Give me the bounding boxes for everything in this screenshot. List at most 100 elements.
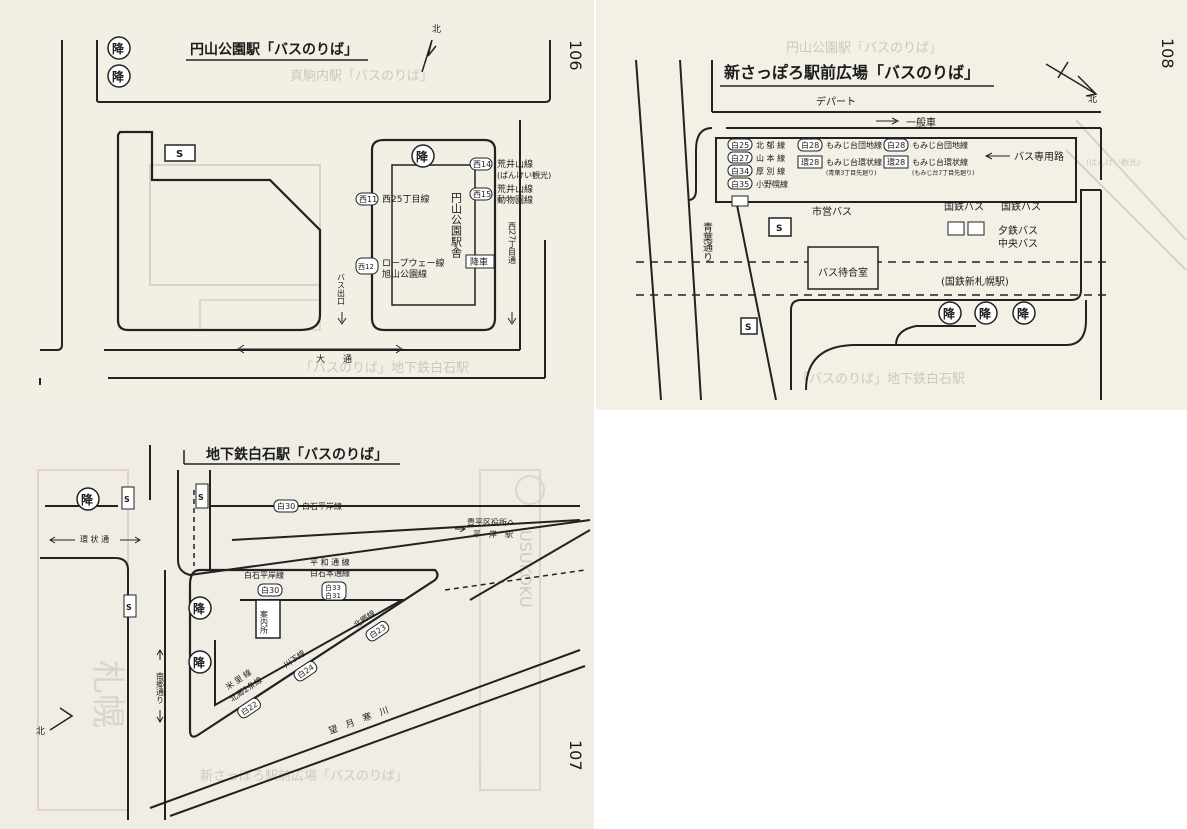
route-label-shiroishi-hiragishi: 白石平岸線	[244, 570, 284, 580]
route-bankei: (ばんけい観光)	[497, 170, 551, 180]
toyohira-label: 豊平区役所へ	[467, 517, 515, 527]
svg-text:S: S	[124, 495, 130, 504]
page-number-108: 108	[1158, 38, 1177, 69]
page-title-106: 円山公園駅「バスのりば」	[190, 41, 358, 58]
svg-text:北: 北	[36, 726, 45, 737]
svg-text:降: 降	[81, 492, 94, 507]
nango-street-label: 南郷通り	[156, 671, 165, 704]
stop-s-label-106: S	[176, 149, 183, 160]
page-107-map: 札幌 USUKOKU 新さっぽろ駅前広場「バスのりば」 地下鉄白石駅「バスのりば…	[0, 410, 594, 829]
page-106-map: 真駒内駅「バスのりば」 「バスのりば」地下鉄白石駅 S 降 降 降	[0, 0, 594, 410]
label-kousha: 降車	[470, 256, 488, 268]
svg-text:降: 降	[112, 41, 125, 56]
svg-text:北: 北	[1088, 94, 1097, 105]
svg-text:降: 降	[1017, 306, 1030, 321]
route-badge-kan28-right: 環28	[887, 158, 905, 167]
route-badge-nishi15: 西15	[473, 190, 491, 199]
kokutetsu-bus-label-a: 国鉄バス	[944, 200, 984, 213]
svg-text:「バスのりば」地下鉄白石駅: 「バスのりば」地下鉄白石駅	[796, 371, 965, 387]
ko-badges-108: 降 降 降	[938, 301, 1036, 325]
svg-text:円山公園駅「バスのりば」: 円山公園駅「バスのりば」	[786, 41, 942, 56]
right-route-list: 白28 もみじ台団地線 環28 もみじ台環状線 (もみじ台7丁目先廻り)	[883, 138, 975, 177]
route-badge-nishi14: 西14	[473, 160, 491, 169]
route-label-atsubetsu: 厚 別 線	[756, 166, 785, 176]
kanjo-street-label: 環 状 通	[80, 534, 109, 544]
north-arrow-icon-106: 北	[421, 24, 441, 73]
waiting-room	[807, 246, 879, 290]
ippansha-label: 一般車	[906, 116, 936, 129]
route-asahiyama: 旭山公園線	[382, 268, 427, 280]
bus-stop-s-107: S S S	[121, 483, 209, 618]
svg-text:(ばんけい観光): (ばんけい観光)	[1086, 157, 1140, 167]
odori-label: 大 通	[316, 353, 352, 365]
page-number-106: 106	[566, 40, 585, 71]
route-badge-kan28-mid: 環28	[801, 158, 819, 167]
svg-text:北: 北	[432, 24, 441, 35]
svg-text:降: 降	[193, 655, 206, 670]
chuo-bus-label: 中央バス	[998, 237, 1038, 250]
page-title-107: 地下鉄白石駅「バスのりば」	[206, 446, 388, 463]
aoba-street-label: 青葉通り	[701, 221, 713, 262]
route-label-momijidai-danchi-mid: もみじ台団地線	[826, 140, 882, 150]
route-badge-nishi11: 西11	[359, 195, 377, 204]
route-arai: 荒井山線	[497, 158, 533, 170]
bus-stop-s-108-a	[768, 217, 792, 237]
ko-badge-106-a: 降	[107, 36, 131, 60]
bus-only-road-label: バス専用路	[1014, 150, 1064, 163]
bus-stop-s-108-b	[740, 317, 758, 335]
page-number-107: 107	[566, 740, 585, 771]
route-label-shiroishi-hiragishi-top: 白石平岸線	[302, 501, 342, 511]
route-label-heiwa: 平 和 通 線	[310, 557, 350, 567]
hiragishi-station-label: 平 岸 駅	[473, 530, 513, 539]
route-sub-right: (もみじ台7丁目先廻り)	[912, 169, 975, 177]
route-label-momijidai-danchi-right: もみじ台団地線	[912, 140, 968, 150]
stop-s-label-108-a: S	[776, 224, 782, 234]
route-label-momijidai-kanjo-mid: もみじ台環状線	[826, 157, 882, 167]
ko-badge-106-c: 降	[411, 144, 435, 168]
svg-text:降: 降	[112, 69, 125, 84]
svg-text:「バスのりば」地下鉄白石駅: 「バスのりば」地下鉄白石駅	[300, 360, 469, 376]
route-badge-haku28-right: 白28	[887, 140, 905, 150]
route-label-hokuiku: 北 郁 線	[756, 140, 785, 150]
svg-text:新さっぽろ駅前広場「バスのりば」: 新さっぽろ駅前広場「バスのりば」	[200, 768, 408, 784]
route-nishi25: 西25丁目線	[382, 193, 429, 205]
depart-label: デパート	[816, 95, 856, 108]
info-office-label: 案内所	[260, 609, 269, 635]
route-arai-2: 荒井山線	[497, 183, 533, 195]
svg-text:札幌: 札幌	[87, 660, 127, 728]
bus-stop-s-106	[164, 144, 196, 162]
ko-badge-106-b: 降	[107, 64, 131, 88]
route-label-momijidai-kanjo-right: もみじ台環状線	[912, 157, 968, 167]
svg-text:S: S	[198, 493, 204, 502]
stop-s-label-108-b: S	[745, 323, 751, 333]
svg-text:降: 降	[943, 306, 956, 321]
route-label-yamamoto: 山 本 線	[756, 153, 785, 163]
kokutetsu-bus-label-b: 国鉄バス	[1001, 200, 1041, 213]
route-badge-haku28-mid: 白28	[801, 140, 819, 150]
jnr-station-label: (国鉄新札幌駅)	[941, 275, 1009, 288]
route-badge-haku35: 白35	[731, 179, 749, 189]
route-ropeway: ロープウェー線	[382, 257, 444, 269]
shiei-bus-label: 市営バス	[812, 205, 852, 218]
route-badge-haku30-top: 白30	[277, 501, 295, 511]
yutetsu-bus-label: 夕鉄バス	[998, 224, 1038, 237]
station-building-label: 円山公園駅舎	[450, 192, 463, 259]
north-arrow-icon-107: 北	[36, 707, 74, 737]
north-arrow-icon-108: 北	[1045, 61, 1098, 105]
route-badge-haku27: 白27	[731, 153, 749, 163]
route-badge-haku30: 白30	[261, 585, 279, 595]
route-zoo: 動物園線	[497, 194, 533, 206]
svg-text:降: 降	[416, 149, 429, 164]
page-108-map: 円山公園駅「バスのりば」 「バスのりば」地下鉄白石駅 (ばんけい観光) 新さっぽ…	[596, 0, 1187, 410]
mid-route-list: 白28 もみじ台団地線 環28 もみじ台環状線 (青葉3丁目先廻り)	[797, 138, 882, 177]
ko-badges-107: 降 降 降	[76, 487, 212, 674]
page-title-108: 新さっぽろ駅前広場「バスのりば」	[724, 63, 980, 82]
route-badge-haku34: 白34	[731, 166, 749, 176]
svg-text:S: S	[126, 603, 132, 612]
info-office	[255, 599, 281, 639]
svg-text:真駒内駅「バスのりば」: 真駒内駅「バスのりば」	[290, 68, 433, 84]
nishi27-street-label: 西27丁目通	[508, 222, 517, 265]
route-badge-haku25: 白25	[731, 140, 749, 150]
waiting-room-label: バス待合室	[818, 266, 868, 279]
route-badge-nishi12-13: 西12	[358, 263, 374, 271]
